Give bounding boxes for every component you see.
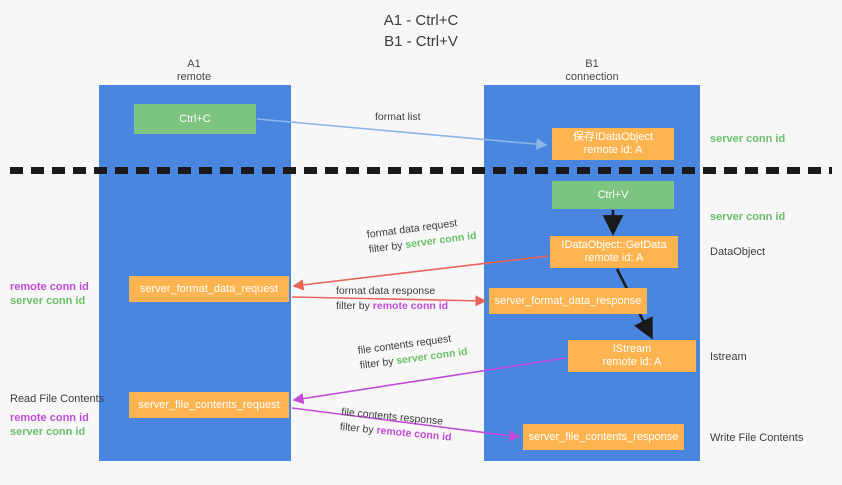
filter-prefix-1: filter by — [368, 239, 407, 256]
filter-prefix-3: filter by — [359, 355, 398, 372]
label-remote-conn-id-1: remote conn id — [10, 281, 89, 293]
node-ctrl-c[interactable]: Ctrl+C — [134, 104, 256, 134]
node-server-file-contents-request-label: server_file_contents_request — [138, 398, 280, 411]
column-header-b1-name: B1 — [585, 58, 599, 70]
node-server-format-data-response[interactable]: server_format_data_response — [489, 288, 647, 314]
node-save-idataobject-label: 保存IDataObject — [572, 131, 654, 143]
edge-label-format-data-response: format data response filter by remote co… — [336, 284, 448, 314]
node-idataobject-getdata[interactable]: IDataObject::GetData remote id: A — [550, 236, 678, 268]
page-title: A1 - Ctrl+C B1 - Ctrl+V — [0, 10, 842, 52]
node-server-file-contents-request[interactable]: server_file_contents_request — [129, 392, 289, 418]
edge-label-format-data-response-text: format data response — [336, 285, 436, 297]
node-ctrl-v[interactable]: Ctrl+V — [552, 181, 674, 209]
label-write-file-contents: Write File Contents — [710, 432, 804, 444]
node-save-idataobject-remote-id: remote id: A — [583, 144, 643, 156]
column-header-b1-sub: connection — [565, 71, 619, 83]
filter-prefix-4: filter by — [339, 420, 378, 437]
edge-label-format-data-response-filter: filter by remote conn id — [336, 299, 448, 314]
node-idataobject-getdata-label: IDataObject::GetData — [561, 239, 667, 251]
node-server-format-data-response-label: server_format_data_response — [494, 294, 642, 307]
node-idataobject-getdata-remote-id: remote id: A — [584, 252, 644, 264]
node-istream-label: IStream — [612, 343, 652, 355]
node-server-format-data-request-label: server_format_data_request — [139, 282, 279, 295]
node-save-idataobject[interactable]: 保存IDataObject remote id: A — [552, 128, 674, 160]
label-left-conn-ids-format: remote conn id server conn id — [10, 280, 89, 308]
node-ctrl-v-label: Ctrl+V — [597, 188, 629, 201]
edge-label-format-data-request: format data request filter by server con… — [366, 214, 478, 258]
label-server-conn-id-1: server conn id — [10, 295, 86, 307]
title-line-1: A1 - Ctrl+C — [383, 12, 459, 29]
node-server-file-contents-response-label: server_file_contents_response — [528, 430, 679, 443]
column-header-a1-name: A1 — [187, 58, 201, 70]
filter-value-2: remote conn id — [372, 300, 449, 312]
edge-label-format-list: format list — [375, 110, 421, 125]
label-server-conn-id-top: server conn id — [710, 133, 786, 145]
label-server-conn-id-mid: server conn id — [710, 211, 786, 223]
edge-label-format-list-text: format list — [375, 111, 421, 123]
title-line-2: B1 - Ctrl+V — [384, 33, 458, 50]
filter-prefix-2: filter by — [336, 300, 373, 312]
label-remote-conn-id-2: remote conn id — [10, 412, 89, 424]
node-server-format-data-request[interactable]: server_format_data_request — [129, 276, 289, 302]
phase-divider — [10, 167, 832, 174]
column-header-a1-sub: remote — [176, 71, 212, 83]
node-server-file-contents-response[interactable]: server_file_contents_response — [523, 424, 684, 450]
label-read-file-contents: Read File Contents — [10, 393, 105, 405]
column-header-a1: A1 remote — [114, 58, 274, 84]
edge-label-file-contents-response: file contents response filter by remote … — [339, 405, 453, 446]
label-istream: Istream — [710, 351, 747, 363]
label-server-conn-id-2: server conn id — [10, 426, 86, 438]
node-ctrl-c-label: Ctrl+C — [179, 112, 211, 125]
column-header-b1: B1 connection — [512, 58, 672, 84]
label-left-conn-ids-file: remote conn id server conn id — [10, 411, 89, 439]
node-istream[interactable]: IStream remote id: A — [568, 340, 696, 372]
edge-label-file-contents-request: file contents request filter by server c… — [357, 330, 469, 374]
label-dataobject: DataObject — [710, 246, 766, 258]
node-istream-remote-id: remote id: A — [602, 356, 662, 368]
